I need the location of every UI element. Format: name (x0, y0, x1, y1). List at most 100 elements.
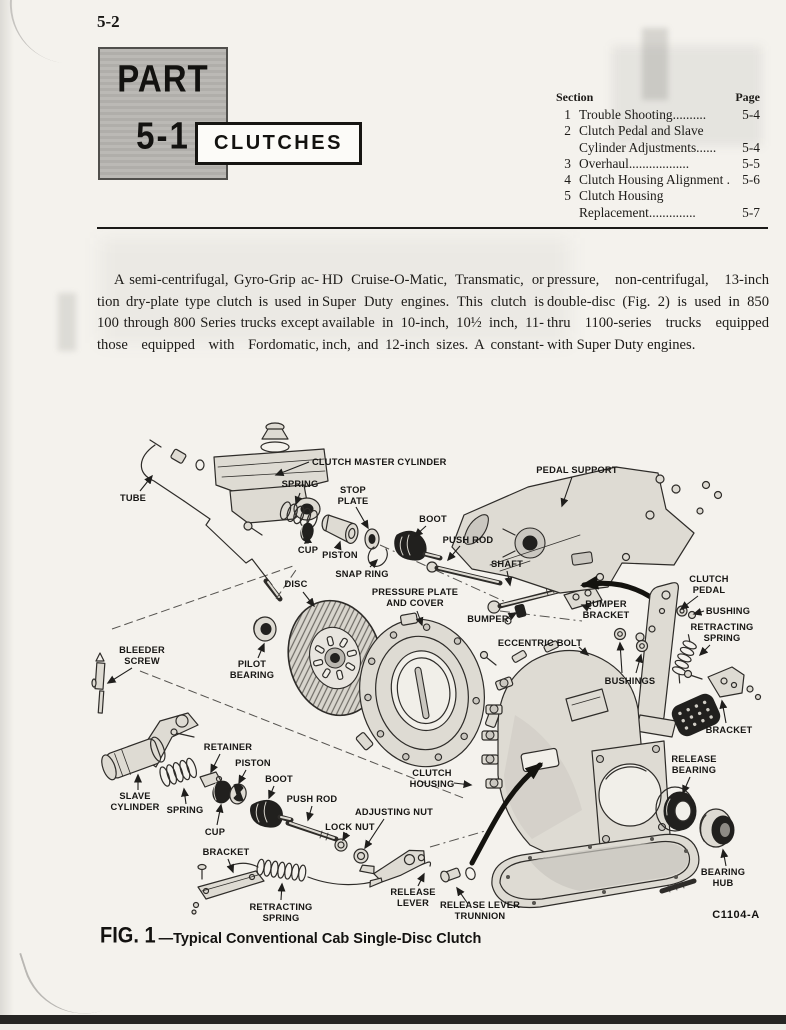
toc-entry-title: Clutch Housing (579, 188, 664, 204)
label-boot-upper: BOOT (419, 514, 447, 524)
label-retracting-spring-right: RETRACTING (691, 622, 754, 632)
toc-entry-number (556, 140, 571, 156)
retracting-spring-right-part (671, 634, 697, 684)
label-stop-plate: STOP (340, 485, 366, 495)
label-bleeder-screw: BLEEDER (119, 645, 165, 655)
part-label: PART (117, 57, 209, 100)
label-cup-lower: CUP (205, 827, 225, 837)
label-release-lever: LEVER (397, 898, 429, 908)
tube-part (140, 439, 299, 602)
piston-upper-part (321, 514, 359, 544)
toc-entry-title: Clutch Housing Alignment . (579, 172, 731, 188)
release-lever-trunnion-part (440, 867, 476, 883)
release-lever-part (359, 849, 426, 888)
page-number: 5-2 (97, 12, 120, 31)
label-retracting-spring-right: SPRING (704, 633, 741, 643)
label-pedal-support: PEDAL SUPPORT (536, 465, 618, 475)
toc-entry-number: 5 (564, 188, 571, 204)
label-bushing: BUSHING (706, 606, 750, 616)
label-clutch-housing: CLUTCH (412, 768, 451, 778)
label-spring-lower: SPRING (167, 805, 204, 815)
label-pressure-plate: PRESSURE PLATE (372, 587, 458, 597)
figure-code: C1104-A (712, 909, 760, 921)
pressure-plate-part (355, 612, 500, 768)
figure-1-exploded-clutch-diagram: CLUTCH MASTER CYLINDER TUBE SPRING STOP … (91, 422, 762, 923)
label-release-lever-trunnion: RELEASE LEVER (440, 900, 520, 910)
page-edge-shadow (0, 0, 14, 1015)
part-number: 5-1 (136, 114, 190, 157)
clutch-master-cylinder-part (213, 422, 329, 536)
small-screw-part (479, 650, 497, 666)
label-bearing-hub: BEARING (701, 867, 745, 877)
figure-caption: FIG. 1 —Typical Conventional Cab Single-… (100, 923, 481, 949)
slave-cylinder-part (101, 736, 166, 781)
toc-entry-title: Clutch Pedal and Slave (579, 123, 704, 139)
label-pressure-plate: AND COVER (386, 598, 444, 608)
body-text-column-1: A semi-centrifugal, Gyro-Grip ac-tion dr… (97, 272, 319, 353)
cup-lower-part (212, 780, 232, 804)
bushings-part (613, 627, 649, 653)
toc-entry-title: Replacement.............. (579, 204, 696, 220)
toc-row: 5 Clutch Housing (556, 188, 760, 204)
horizontal-rule (97, 227, 768, 229)
label-bumper: BUMPER (467, 614, 509, 624)
label-boot-lower: BOOT (265, 774, 293, 784)
toc-row: 2 Clutch Pedal and Slave (556, 123, 760, 139)
lock-nut-part (334, 838, 348, 852)
label-retainer: RETAINER (204, 742, 253, 752)
print-bleedthrough (58, 293, 76, 351)
toc-entry-title: Overhaul.................. (579, 155, 690, 171)
toc-entry-page: 5-5 (742, 155, 760, 171)
page-corner-curl (2, 0, 86, 65)
pedal-support-part (451, 466, 723, 610)
label-push-rod-lower: PUSH ROD (287, 794, 338, 804)
housing-pan-part (491, 833, 700, 909)
label-snap-ring: SNAP RING (335, 569, 388, 579)
shaft-part (487, 584, 565, 614)
label-leader-lines (106, 461, 729, 905)
label-slave-cylinder: SLAVE (119, 791, 150, 801)
toc-row: 4 Clutch Housing Alignment . 5-6 (556, 172, 760, 188)
label-bleeder-screw: SCREW (124, 656, 160, 666)
label-push-rod-upper: PUSH ROD (443, 535, 494, 545)
bushing-part (676, 605, 697, 620)
toc-entry-page: 5-4 (742, 139, 760, 155)
toc-entry-page (758, 123, 760, 139)
label-bumper-bracket: BRACKET (583, 610, 630, 620)
figure-caption-number: FIG. 1 (100, 923, 156, 948)
label-clutch-pedal: CLUTCH (689, 574, 728, 584)
section-title: CLUTCHES (214, 132, 343, 154)
toc-row: 3 Overhaul.................. 5-5 (556, 156, 760, 172)
label-lock-nut: LOCK NUT (325, 822, 375, 832)
toc-entry-page: 5-6 (742, 172, 760, 188)
label-shaft: SHAFT (491, 559, 523, 569)
toc-entry-number: 1 (564, 107, 571, 122)
push-rod-lower-part (285, 820, 339, 842)
label-retracting-spring-bottom: RETRACTING (250, 902, 313, 912)
toc-entry-page: 5-7 (742, 204, 760, 220)
label-tube: TUBE (120, 493, 146, 503)
label-pilot-bearing: BEARING (230, 670, 274, 680)
toc-row: 1 Trouble Shooting.......... 5-4 (556, 107, 760, 123)
toc-row: Cylinder Adjustments...... 5-4 (556, 140, 760, 156)
stop-plate-part (364, 528, 380, 550)
label-pilot-bearing: PILOT (238, 659, 266, 669)
toc-entry-number: 2 (564, 123, 571, 139)
label-bracket-lower: BRACKET (203, 847, 250, 857)
toc-entry-number (556, 205, 571, 221)
toc-section-heading: Section (556, 90, 594, 104)
piston-lower-part (229, 783, 247, 805)
label-bracket-right: BRACKET (706, 725, 753, 735)
pilot-bearing-part (253, 616, 277, 642)
label-bearing-hub: HUB (713, 878, 734, 888)
label-release-bearing: RELEASE (671, 754, 716, 764)
clutch-disc-part (287, 599, 383, 717)
bearing-hub-part (699, 808, 735, 848)
label-piston-lower: PISTON (235, 758, 271, 768)
toc-entry-page: 5-4 (742, 107, 760, 122)
label-adjusting-nut: ADJUSTING NUT (355, 807, 433, 817)
label-slave-cylinder: CYLINDER (110, 802, 159, 812)
toc-entry-number: 4 (564, 172, 571, 188)
